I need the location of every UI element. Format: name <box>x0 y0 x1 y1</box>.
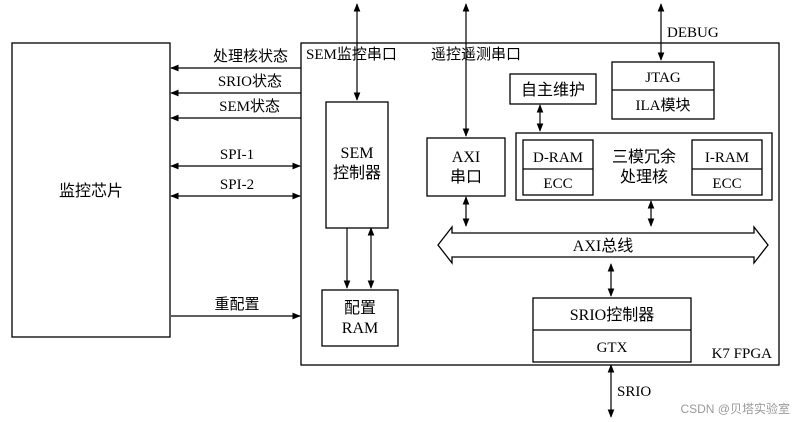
spi2-label: SPI-2 <box>220 177 254 193</box>
config-ram-block: 配置 RAM <box>321 289 399 347</box>
top-interfaces: SEM监控串口 遥控遥测串口 DEBUG <box>306 3 719 137</box>
fpga-label: K7 FPGA <box>712 346 773 362</box>
spi1-label: SPI-1 <box>220 147 254 163</box>
reconfig-label: 重配置 <box>214 296 259 313</box>
axi-uart-line1: AXI <box>452 149 480 166</box>
self-maintenance-label: 自主维护 <box>521 81 585 99</box>
axi-uart-block: AXI 串口 <box>426 137 506 197</box>
monitor-chip-label: 监控芯片 <box>59 182 123 200</box>
tmr-core-line2: 处理核 <box>620 168 668 186</box>
config-ram-line2: RAM <box>342 320 378 337</box>
telecontrol-uart-label: 遥控遥测串口 <box>431 46 521 63</box>
axi-bus: AXI总线 <box>437 225 769 265</box>
i-ram-label: I-RAM <box>705 150 749 166</box>
sem-controller-line1: SEM <box>341 145 374 162</box>
axi-uart-line2: 串口 <box>450 168 482 186</box>
ila-label: ILA模块 <box>636 97 691 114</box>
d-ram-label: D-RAM <box>533 150 583 166</box>
self-maintenance-block: 自主维护 <box>509 73 597 105</box>
gtx-label: GTX <box>597 340 628 356</box>
ecc-left-label: ECC <box>543 176 572 192</box>
debug-label: DEBUG <box>667 25 719 41</box>
jtag-ila-block: JTAG ILA模块 <box>611 61 715 120</box>
watermark: CSDN @贝塔实验室 <box>680 401 790 416</box>
sem-controller-block: SEM 控制器 <box>325 101 389 229</box>
axi-bus-label: AXI总线 <box>573 237 633 255</box>
config-ram-line1: 配置 <box>344 299 376 317</box>
sem-status-label: SEM状态 <box>219 98 280 115</box>
status-signals: 处理核状态 SRIO状态 SEM状态 SPI-1 SPI-2 重配置 <box>170 48 301 320</box>
jtag-label: JTAG <box>645 70 681 86</box>
srio-controller-block: SRIO控制器 GTX <box>532 297 692 363</box>
srio-status-label: SRIO状态 <box>218 73 282 90</box>
srio-controller-label: SRIO控制器 <box>570 306 654 324</box>
tmr-core-line1: 三模冗余 <box>612 147 676 166</box>
tmr-processor-block: D-RAM ECC 三模冗余 处理核 I-RAM ECC <box>515 132 773 201</box>
sem-uart-label: SEM监控串口 <box>306 46 397 63</box>
proc-status-label: 处理核状态 <box>213 48 288 65</box>
srio-label: SRIO <box>617 384 651 400</box>
monitor-chip-block: 监控芯片 <box>11 42 171 338</box>
sem-controller-line2: 控制器 <box>333 164 381 182</box>
ecc-right-label: ECC <box>712 176 741 192</box>
